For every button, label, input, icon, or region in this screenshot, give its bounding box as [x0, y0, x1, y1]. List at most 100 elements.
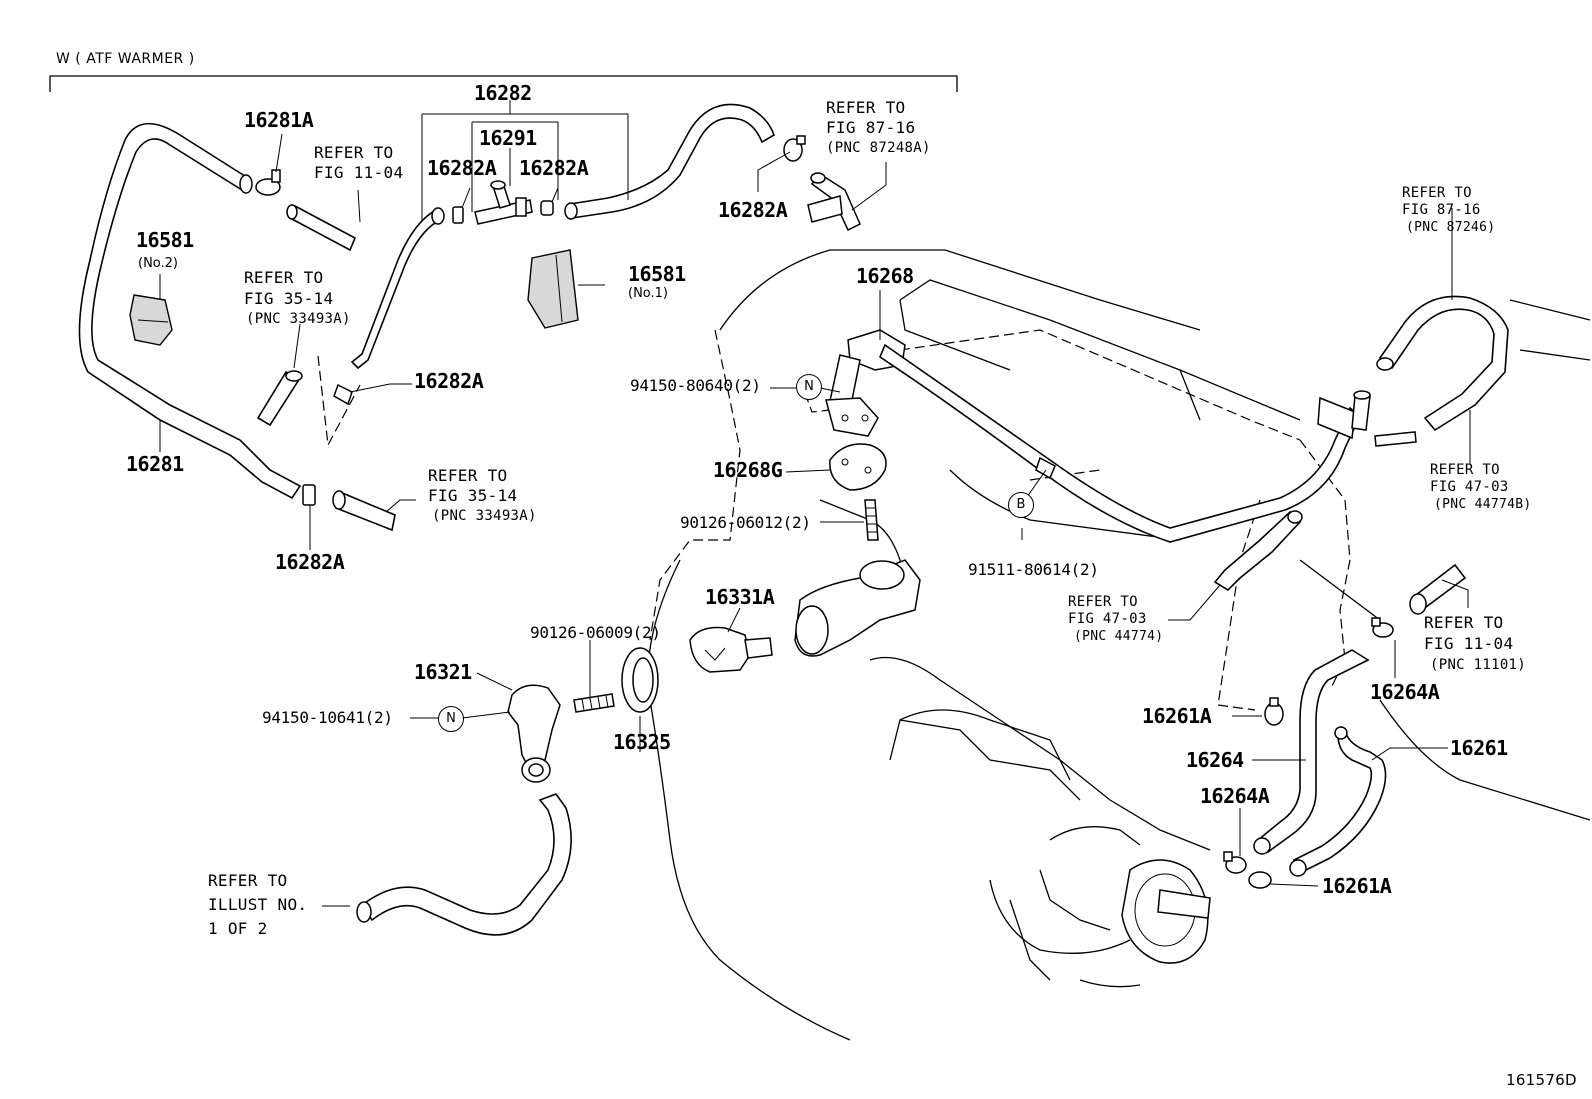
hose-16282 — [350, 207, 445, 370]
refer-35-14a-line1[interactable]: REFER TO — [244, 268, 324, 287]
hose-44774 — [1213, 510, 1303, 592]
refer-87-16b-line2[interactable]: FIG 87-16 — [1402, 202, 1481, 218]
clip-16581-no1 — [527, 249, 579, 329]
part-16325[interactable]: 16325 — [613, 730, 671, 754]
part-16264[interactable]: 16264 — [1186, 748, 1244, 772]
refer-87-16a-line2[interactable]: FIG 87-16 — [826, 118, 916, 137]
pipe-refer-11-04 — [286, 204, 357, 252]
part-16264A-a[interactable]: 16264A — [1370, 680, 1440, 704]
refer-fig-11-04-top-line1[interactable]: REFER TO — [314, 143, 394, 162]
clamp-16282A-lower — [302, 484, 316, 506]
hose-16264 — [1253, 649, 1370, 855]
hose-16282-upper — [564, 103, 775, 220]
part-16581-no1[interactable]: 16581 — [628, 262, 686, 286]
refer-11-04b-line1[interactable]: REFER TO — [1424, 613, 1504, 632]
part-16268G[interactable]: 16268G — [713, 458, 783, 482]
circle-n-marker-1: N — [796, 374, 822, 400]
inlet-16321 — [507, 684, 561, 783]
gasket-16268G — [829, 443, 887, 491]
part-16331A[interactable]: 16331A — [705, 585, 775, 609]
part-16261A-a[interactable]: 16261A — [1142, 704, 1212, 728]
refer-illust-line1[interactable]: REFER TO — [208, 871, 288, 890]
part-16581-no2[interactable]: 16581 — [136, 228, 194, 252]
refer-35-14a-line3[interactable]: (PNC 33493A) — [246, 311, 351, 327]
refer-47-03a-line3[interactable]: (PNC 44774B) — [1434, 497, 1532, 512]
refer-47-03b-line3[interactable]: (PNC 44774) — [1074, 629, 1164, 644]
part-16291[interactable]: 16291 — [479, 126, 537, 150]
leader-dash-35-14 — [317, 355, 361, 447]
group-bracket — [49, 75, 958, 92]
hose-refer-illust — [356, 793, 572, 936]
hose-87246 — [1376, 295, 1509, 432]
part-16581-no1-sub: (No.1) — [628, 286, 668, 301]
hose-16261 — [1289, 726, 1387, 877]
part-16281A[interactable]: 16281A — [244, 108, 314, 132]
circle-b-marker: B — [1008, 492, 1034, 518]
clamp-16282A-right — [540, 200, 554, 216]
valve-87248A — [807, 172, 861, 232]
part-16282A-b[interactable]: 16282A — [519, 156, 589, 180]
clamp-16264A-upper — [1371, 617, 1394, 638]
pipe-refer-35-14-upper — [256, 370, 303, 427]
refer-87-16b-line1[interactable]: REFER TO — [1402, 185, 1472, 201]
part-94150-80640[interactable]: 94150-80640(2) — [630, 376, 761, 395]
refer-35-14a-line2[interactable]: FIG 35-14 — [244, 289, 334, 308]
part-16261A-b[interactable]: 16261A — [1322, 874, 1392, 898]
pipe-long — [879, 343, 1361, 543]
stud-90126-06012 — [864, 499, 879, 541]
part-16261[interactable]: 16261 — [1450, 736, 1508, 760]
part-16321[interactable]: 16321 — [414, 660, 472, 684]
refer-87-16a-line1[interactable]: REFER TO — [826, 98, 906, 117]
pipe-11101 — [1409, 563, 1467, 615]
refer-illust-line3[interactable]: 1 OF 2 — [208, 919, 268, 938]
refer-35-14b-line2[interactable]: FIG 35-14 — [428, 486, 518, 505]
part-16282A-a[interactable]: 16282A — [427, 156, 497, 180]
part-90126-06009[interactable]: 90126-06009(2) — [530, 623, 661, 642]
part-91511-80614[interactable]: 91511-80614(2) — [968, 560, 1099, 579]
part-16264A-b[interactable]: 16264A — [1200, 784, 1270, 808]
part-16281[interactable]: 16281 — [126, 452, 184, 476]
refer-illust-line2[interactable]: ILLUST NO. — [208, 895, 308, 914]
valve-right — [1317, 390, 1417, 447]
clamp-16282A-center — [452, 206, 464, 224]
clamp-16282A-upper — [783, 135, 806, 162]
refer-11-04b-line3[interactable]: (PNC 11101) — [1430, 657, 1527, 673]
thermostat-16331A — [689, 626, 773, 673]
part-90126-06012[interactable]: 90126-06012(2) — [680, 513, 811, 532]
clamp-16281A — [255, 169, 281, 196]
stud-90126-06009 — [573, 693, 615, 713]
refer-87-16b-line3[interactable]: (PNC 87246) — [1406, 220, 1496, 235]
hose-16281 — [78, 122, 302, 500]
clamp-16282A-mid — [333, 383, 353, 406]
clamp-16261A-lower — [1248, 871, 1272, 889]
refer-35-14b-line3[interactable]: (PNC 33493A) — [432, 508, 537, 524]
union-16291 — [474, 180, 533, 225]
part-16282[interactable]: 16282 — [474, 81, 532, 105]
circle-n-marker-2: N — [438, 706, 464, 732]
water-inlet-housing — [794, 559, 921, 657]
refer-87-16a-line3[interactable]: (PNC 87248A) — [826, 140, 931, 156]
outlet-16268 — [825, 329, 906, 437]
part-16282A-c[interactable]: 16282A — [718, 198, 788, 222]
refer-11-04b-line2[interactable]: FIG 11-04 — [1424, 634, 1514, 653]
refer-47-03b-line2[interactable]: FIG 47-03 — [1068, 611, 1147, 627]
refer-47-03b-line1[interactable]: REFER TO — [1068, 594, 1138, 610]
group-title: W ( ATF WARMER ) — [56, 51, 195, 67]
gasket-16325 — [621, 647, 659, 713]
illustration-id: 161576D — [1506, 1071, 1577, 1089]
part-16268[interactable]: 16268 — [856, 264, 914, 288]
engine-outline — [647, 249, 1591, 1041]
clip-16581-no2 — [129, 294, 173, 346]
clamp-16264A-lower — [1223, 851, 1247, 874]
refer-47-03a-line2[interactable]: FIG 47-03 — [1430, 479, 1509, 495]
part-16282A-e[interactable]: 16282A — [275, 550, 345, 574]
part-16581-no2-sub: (No.2) — [138, 256, 178, 271]
engine-lower-components — [899, 709, 1211, 988]
refer-35-14b-line1[interactable]: REFER TO — [428, 466, 508, 485]
pipe-refer-35-14-lower — [332, 490, 396, 532]
refer-fig-11-04-top-line2[interactable]: FIG 11-04 — [314, 163, 404, 182]
refer-47-03a-line1[interactable]: REFER TO — [1430, 462, 1500, 478]
part-16282A-d[interactable]: 16282A — [414, 369, 484, 393]
part-94150-10641[interactable]: 94150-10641(2) — [262, 708, 393, 727]
